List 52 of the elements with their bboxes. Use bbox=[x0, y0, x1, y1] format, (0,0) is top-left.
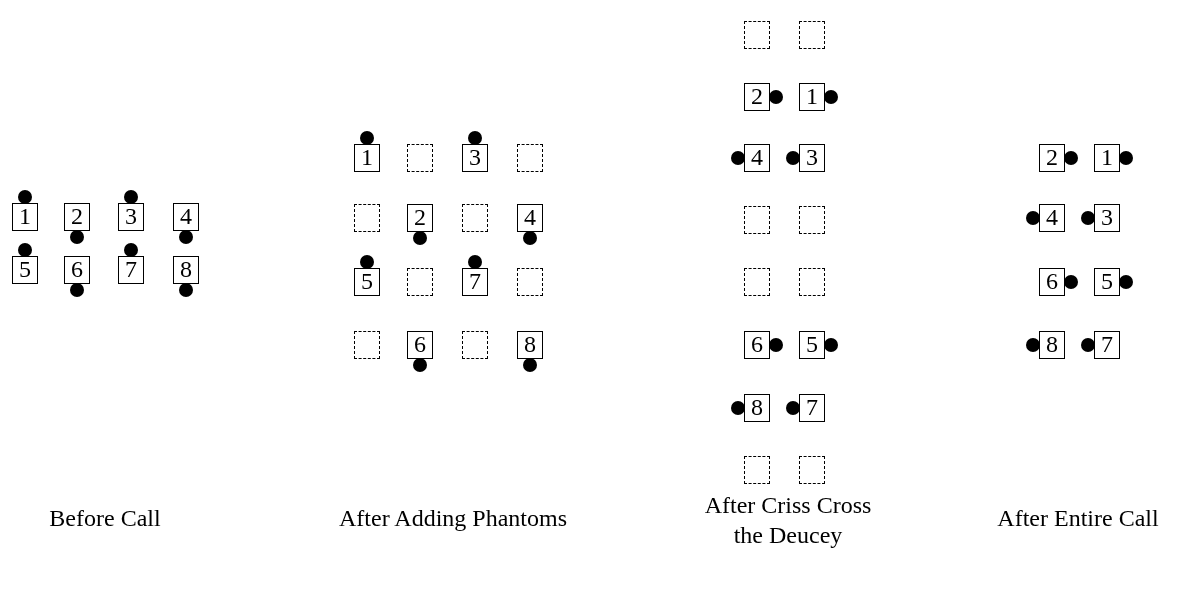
dancer-box: 6 bbox=[1039, 268, 1065, 296]
dancer-box: 5 bbox=[799, 331, 825, 359]
dancer-box: 8 bbox=[1039, 331, 1065, 359]
dancer-box: 5 bbox=[1094, 268, 1120, 296]
dancer-box: 2 bbox=[407, 204, 433, 232]
dancer-box: 7 bbox=[118, 256, 144, 284]
phantom-box bbox=[407, 144, 433, 172]
dancer-box: 6 bbox=[407, 331, 433, 359]
dancer-box: 3 bbox=[799, 144, 825, 172]
panel-caption: Before Call bbox=[48, 504, 162, 533]
dancer-box: 7 bbox=[1094, 331, 1120, 359]
phantom-box bbox=[462, 331, 488, 359]
phantom-box bbox=[799, 206, 825, 234]
dancer-box: 2 bbox=[1039, 144, 1065, 172]
phantom-box bbox=[462, 204, 488, 232]
dancer-box: 1 bbox=[12, 203, 38, 231]
dancer-box: 1 bbox=[799, 83, 825, 111]
dancer-box: 7 bbox=[462, 268, 488, 296]
dancer-box: 8 bbox=[173, 256, 199, 284]
phantom-box bbox=[744, 456, 770, 484]
phantom-box bbox=[799, 456, 825, 484]
phantom-box bbox=[517, 268, 543, 296]
dancer-box: 6 bbox=[744, 331, 770, 359]
dancer-box: 4 bbox=[1039, 204, 1065, 232]
phantom-box bbox=[799, 268, 825, 296]
dancer-box: 7 bbox=[799, 394, 825, 422]
dancer-box: 1 bbox=[354, 144, 380, 172]
dancer-box: 3 bbox=[462, 144, 488, 172]
phantom-box bbox=[744, 21, 770, 49]
phantom-box bbox=[517, 144, 543, 172]
dancer-box: 4 bbox=[744, 144, 770, 172]
dancer-box: 2 bbox=[744, 83, 770, 111]
phantom-box bbox=[354, 204, 380, 232]
dancer-box: 3 bbox=[118, 203, 144, 231]
phantom-box bbox=[744, 268, 770, 296]
dancer-box: 8 bbox=[744, 394, 770, 422]
panel-caption: After Criss Cross the Deucey bbox=[703, 491, 873, 550]
panel-caption: After Adding Phantoms bbox=[338, 504, 568, 533]
phantom-box bbox=[744, 206, 770, 234]
dancer-box: 4 bbox=[173, 203, 199, 231]
dancer-box: 6 bbox=[64, 256, 90, 284]
dancer-box: 4 bbox=[517, 204, 543, 232]
phantom-box bbox=[354, 331, 380, 359]
dancer-box: 8 bbox=[517, 331, 543, 359]
dancer-box: 1 bbox=[1094, 144, 1120, 172]
panel-caption: After Entire Call bbox=[996, 504, 1160, 533]
dancer-box: 5 bbox=[354, 268, 380, 296]
phantom-box bbox=[407, 268, 433, 296]
phantom-box bbox=[799, 21, 825, 49]
dancer-box: 2 bbox=[64, 203, 90, 231]
dancer-box: 5 bbox=[12, 256, 38, 284]
dancer-box: 3 bbox=[1094, 204, 1120, 232]
